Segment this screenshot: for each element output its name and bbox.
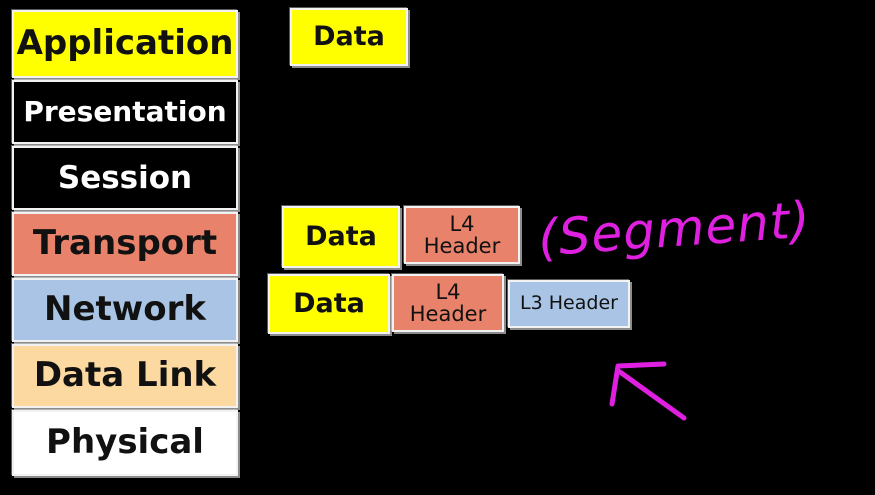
transport-data-block: Data [282,206,400,268]
network-l3-label: L3 Header [520,292,618,315]
layer-physical-label: Physical [46,422,204,463]
layer-data-link: Data Link [12,344,238,408]
layer-session: Session [12,146,238,210]
layer-network-label: Network [44,289,206,330]
arrow-up-left-icon [609,361,687,421]
network-l4-line2: Header [409,302,487,326]
layer-data-link-label: Data Link [33,355,217,396]
layer-transport: Transport [12,212,238,276]
layer-presentation: Presentation [12,80,238,144]
network-l4-line1: L4 [435,279,461,304]
network-l3-header-block: L3 Header [508,280,630,328]
application-data-block: Data [290,8,408,66]
segment-annotation-text: (Segment) [536,191,812,268]
network-data-block: Data [268,274,390,334]
transport-l4-header-block: L4 Header [404,206,520,264]
layer-physical: Physical [12,410,238,476]
network-data-label: Data [293,287,365,319]
layer-network: Network [12,278,238,342]
layer-presentation-label: Presentation [23,95,227,129]
network-l4-header-block: L4 Header [392,274,504,332]
transport-l4-line1: L4 [449,211,475,236]
layer-application: Application [12,10,238,78]
transport-l4-line2: Header [423,234,501,258]
layer-transport-label: Transport [32,223,218,264]
transport-data-label: Data [305,220,377,252]
layer-session-label: Session [57,159,193,196]
application-data-label: Data [313,20,385,52]
layer-application-label: Application [16,23,234,64]
